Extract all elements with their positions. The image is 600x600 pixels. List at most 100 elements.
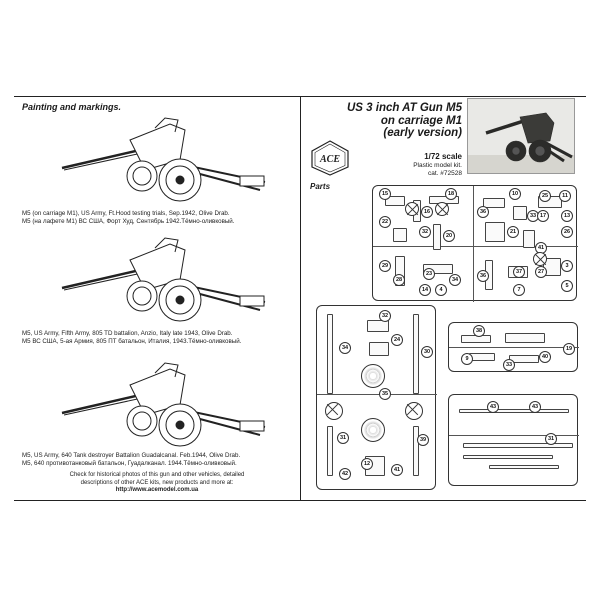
- part-number: 13: [561, 210, 573, 222]
- sprue-part: [523, 230, 535, 248]
- gun-profile-drawing-3: [61, 362, 266, 447]
- sprue-part: [327, 314, 333, 394]
- part-number: 43: [487, 401, 499, 413]
- excluded-part-icon: [533, 252, 547, 266]
- part-number: 33: [503, 359, 515, 371]
- center-divider: [300, 96, 301, 501]
- part-number: 12: [361, 458, 373, 470]
- sprue-part: [367, 320, 389, 332]
- part-number: 5: [561, 280, 573, 292]
- part-number: 15: [379, 188, 391, 200]
- logo-text: ACE: [319, 154, 340, 165]
- part-number: 38: [473, 325, 485, 337]
- sprue-b: 32 24 30 34 35 31 39 42 12 41: [316, 305, 437, 490]
- sprue-a: 15 18 10 25 11 16 22 36 33 17 13 32 20 2…: [372, 185, 578, 302]
- part-number: 35: [379, 388, 391, 400]
- sprue-part: [385, 196, 405, 206]
- kit-catalog: cat. #72528: [428, 169, 462, 177]
- caption-1: M5 (on carriage M1), US Army, Ft.Hood te…: [22, 210, 235, 225]
- wheel-part: [361, 364, 385, 388]
- sprue-runner: [449, 435, 579, 437]
- website-link[interactable]: http://www.acemodel.com.ua: [115, 487, 199, 493]
- wheel-part: [361, 418, 385, 442]
- sprue-part: [459, 409, 569, 413]
- excluded-part-icon: [325, 402, 343, 420]
- gun-profile-drawing-1: [61, 117, 266, 202]
- part-number: 31: [545, 433, 557, 445]
- excluded-part-icon: [435, 202, 449, 216]
- sprue-c: 38 9 40 19 33: [448, 322, 579, 372]
- sprue-runner: [373, 246, 578, 248]
- part-number: 36: [477, 206, 489, 218]
- sprue-part: [423, 264, 453, 274]
- gun-profile-drawing-2: [61, 237, 266, 322]
- part-number: 39: [417, 434, 429, 446]
- kit-type: Plastic model kit.: [413, 162, 462, 169]
- part-number: 14: [419, 284, 431, 296]
- part-number: 20: [443, 230, 455, 242]
- gun-photo: [467, 98, 575, 174]
- sprue-runner: [317, 394, 437, 396]
- part-number: 17: [537, 210, 549, 222]
- part-number: 36: [477, 270, 489, 282]
- part-number: 18: [445, 188, 457, 200]
- part-number: 3: [561, 260, 573, 272]
- sprue-part: [393, 228, 407, 242]
- caption-2: M5, US Army, Fifth Army, 805 TD battalio…: [22, 330, 242, 345]
- kit-scale: 1/72 scale: [424, 152, 462, 161]
- part-number: 31: [337, 432, 349, 444]
- part-number: 28: [393, 274, 405, 286]
- part-number: 7: [513, 284, 525, 296]
- sprue-runner: [473, 186, 475, 302]
- ace-logo: ACE: [311, 140, 349, 176]
- sprue-part: [413, 426, 419, 476]
- sprue-part: [483, 198, 505, 208]
- part-number: 9: [461, 353, 473, 365]
- part-number: 37: [513, 266, 525, 278]
- part-number: 22: [379, 216, 391, 228]
- kit-title: US 3 inch AT Gun M5 on carriage M1 (earl…: [346, 102, 462, 139]
- sprue-d: 43 43 31: [448, 394, 579, 486]
- part-number: 34: [449, 274, 461, 286]
- painting-title: Painting and markings.: [22, 102, 122, 112]
- part-number: 40: [539, 351, 551, 363]
- caption-3: M5, US Army, 640 Tank destroyer Battalio…: [22, 452, 241, 467]
- part-number: 30: [421, 346, 433, 358]
- part-number: 42: [339, 468, 351, 480]
- part-number: 41: [391, 464, 403, 476]
- sprue-part: [463, 443, 573, 448]
- sprue-part: [463, 455, 553, 459]
- part-number: 19: [563, 343, 575, 355]
- sprue-part: [489, 465, 559, 469]
- part-number: 26: [561, 226, 573, 238]
- sprue-part: [513, 206, 527, 220]
- part-number: 21: [507, 226, 519, 238]
- sprue-part: [413, 314, 419, 394]
- sprue-part: [327, 426, 333, 476]
- excluded-part-icon: [405, 202, 419, 216]
- excluded-part-icon: [405, 402, 423, 420]
- part-number: 43: [529, 401, 541, 413]
- part-number: 32: [379, 310, 391, 322]
- part-number: 25: [539, 190, 551, 202]
- sprue-part: [485, 222, 505, 242]
- sprue-part: [369, 342, 389, 356]
- kit-meta: 1/72 scale Plastic model kit. cat. #7252…: [350, 152, 462, 177]
- part-number: 16: [421, 206, 433, 218]
- part-number: 29: [379, 260, 391, 272]
- sprue-part: [505, 333, 545, 343]
- sprue-runner: [449, 347, 579, 349]
- footer-note: Check for historical photos of this gun …: [22, 472, 292, 495]
- part-number: 10: [509, 188, 521, 200]
- gun-photo-image: [468, 99, 574, 173]
- part-number: 4: [435, 284, 447, 296]
- part-number: 32: [419, 226, 431, 238]
- part-number: 24: [391, 334, 403, 346]
- part-number: 11: [559, 190, 571, 202]
- part-number: 34: [339, 342, 351, 354]
- parts-label: Parts: [310, 182, 331, 191]
- part-number: 23: [423, 268, 435, 280]
- sprue-part: [433, 224, 441, 250]
- part-number: 27: [535, 266, 547, 278]
